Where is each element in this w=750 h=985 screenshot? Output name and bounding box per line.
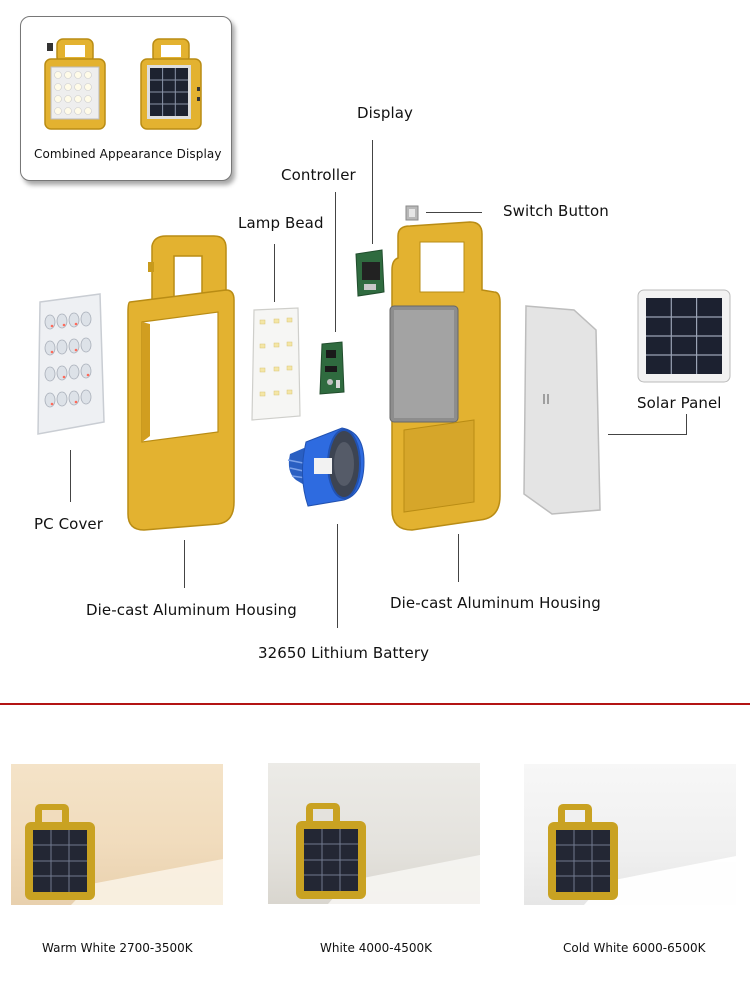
back-plate-part <box>523 305 601 515</box>
lamp-photo-icon <box>25 804 223 905</box>
controller-leader-line <box>335 192 336 332</box>
section-divider <box>0 703 750 705</box>
solar-panel-leader-line-h <box>608 434 686 435</box>
controller-label: Controller <box>281 166 356 184</box>
housing-left-leader-line <box>184 540 185 588</box>
switch-button-leader-line <box>426 212 482 213</box>
lamp-bead-board-part <box>251 307 301 421</box>
pc-cover-leader-line <box>70 450 71 502</box>
display-leader-line <box>372 140 373 244</box>
lithium-battery-part <box>287 427 365 507</box>
lamp-front-view-icon <box>44 38 106 130</box>
warm-white-photo <box>11 764 223 905</box>
solar-panel-part <box>637 289 731 383</box>
solar-panel-leader-line-v <box>686 414 687 435</box>
lamp-back-view-icon <box>140 38 202 130</box>
housing-left-label: Die-cast Aluminum Housing <box>86 601 297 619</box>
rear-housing-part <box>389 221 501 531</box>
battery-label: 32650 Lithium Battery <box>258 644 430 662</box>
switch-button-label: Switch Button <box>503 202 609 220</box>
warm-white-caption: Warm White 2700-3500K <box>42 941 193 955</box>
housing-right-leader-line <box>458 534 459 582</box>
solar-panel-label: Solar Panel <box>637 394 722 412</box>
display-board-part <box>355 249 385 297</box>
white-caption: White 4000-4500K <box>320 941 432 955</box>
display-label: Display <box>357 104 413 122</box>
combined-appearance-inset: Combined Appearance Display <box>20 16 232 181</box>
pc-cover-part <box>37 293 105 435</box>
lamp-photo-icon <box>296 803 480 904</box>
controller-board-part <box>319 341 345 395</box>
front-housing-part <box>127 235 235 531</box>
battery-leader-line <box>337 524 338 628</box>
lamp-photo-icon <box>548 804 736 905</box>
exploded-diagram: Combined Appearance Display <box>20 16 731 662</box>
cold-white-photo <box>524 764 736 905</box>
lamp-bead-leader-line <box>274 244 275 302</box>
switch-button-part <box>405 205 419 221</box>
housing-right-label: Die-cast Aluminum Housing <box>390 594 601 612</box>
white-photo <box>268 763 480 904</box>
lamp-bead-label: Lamp Bead <box>238 214 324 232</box>
cold-white-caption: Cold White 6000-6500K <box>563 941 706 955</box>
combined-appearance-label: Combined Appearance Display <box>34 147 222 161</box>
pc-cover-label: PC Cover <box>34 515 104 533</box>
